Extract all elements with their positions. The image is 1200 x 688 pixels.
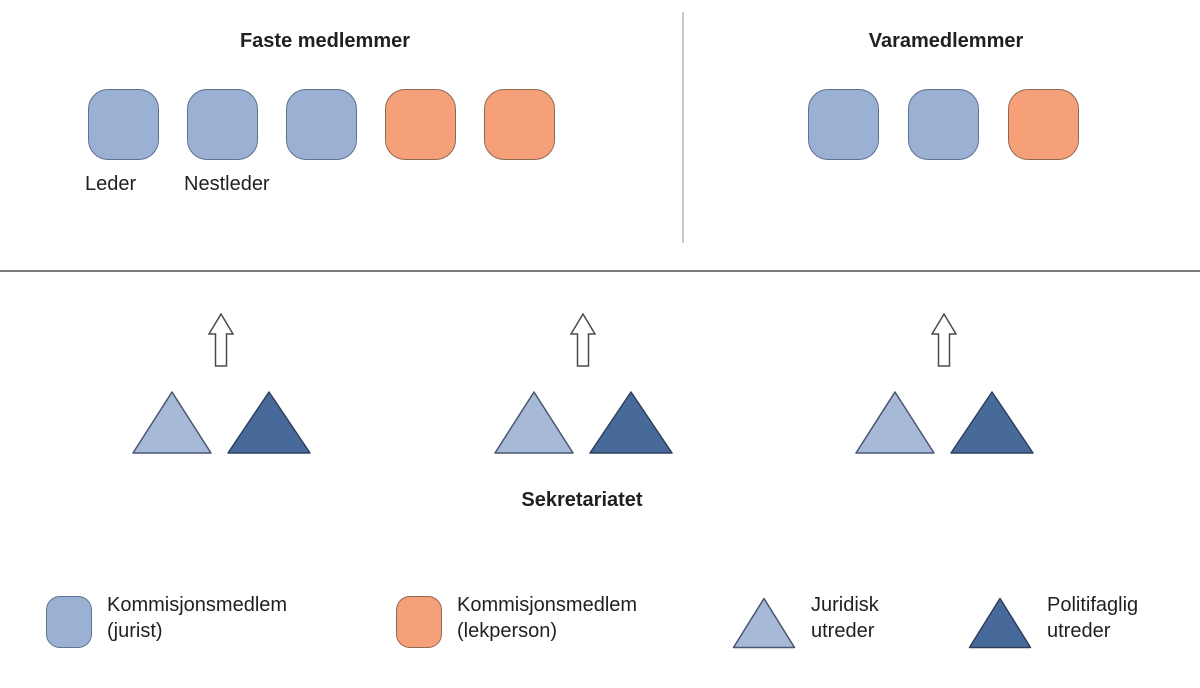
- secretariat-group: [844, 313, 1044, 455]
- faste-medlemmer-title: Faste medlemmer: [239, 30, 411, 52]
- legend-line2: (jurist): [107, 620, 163, 642]
- legend-text: Kommisjonsmedlem (lekperson): [457, 592, 637, 644]
- legend-text: Kommisjonsmedlem (jurist): [107, 592, 287, 644]
- member-square: Leder: [85, 89, 159, 195]
- member-square-icon: [396, 596, 442, 648]
- member-square: [908, 89, 979, 160]
- sekretariatet-title: Sekretariatet: [521, 489, 643, 511]
- varamedlemmer-title: Varamedlemmer: [868, 30, 1024, 52]
- legend-item: Kommisjonsmedlem (jurist): [46, 592, 287, 648]
- legend-line1: Juridisk: [811, 594, 879, 616]
- secretariat-group: [121, 313, 321, 455]
- legend-line2: utreder: [1047, 620, 1111, 642]
- member-square: [1008, 89, 1079, 160]
- up-arrow-icon: [208, 313, 234, 367]
- legend-item: Politifaglig utreder: [968, 592, 1138, 649]
- triangle-pair: [483, 390, 683, 455]
- legend-line1: Politifaglig: [1047, 594, 1139, 616]
- legend-text: Politifaglig utreder: [1047, 592, 1138, 644]
- legend-text: Juridisk utreder: [811, 592, 879, 644]
- utreder-triangle-icon: [732, 597, 796, 649]
- politifaglig-triangle-icon: [226, 391, 311, 454]
- member-label: Leder: [85, 173, 137, 195]
- horizontal-divider: [0, 270, 1200, 272]
- member-square: [385, 89, 456, 160]
- legend-item: Kommisjonsmedlem (lekperson): [396, 592, 637, 648]
- triangle-pair: [844, 390, 1044, 455]
- up-arrow-icon: [570, 313, 596, 367]
- utreder-triangle-icon: [968, 597, 1032, 649]
- vertical-divider: [682, 12, 684, 243]
- legend-line1: Kommisjonsmedlem: [107, 594, 288, 616]
- member-square: [286, 89, 357, 160]
- member-square: [808, 89, 879, 160]
- juridisk-triangle-icon: [854, 391, 935, 454]
- legend-line2: (lekperson): [457, 620, 558, 642]
- up-arrow-icon: [931, 313, 957, 367]
- legend-item: Juridisk utreder: [732, 592, 879, 649]
- legend-line2: utreder: [811, 620, 875, 642]
- faste-members-row: Leder Nestleder: [85, 89, 555, 195]
- politifaglig-triangle-icon: [588, 391, 673, 454]
- juridisk-triangle-icon: [493, 391, 574, 454]
- vara-members-row: [808, 89, 1079, 160]
- juridisk-triangle-icon: [131, 391, 212, 454]
- member-label: Nestleder: [184, 173, 270, 195]
- secretariat-group: [483, 313, 683, 455]
- member-square: Nestleder: [184, 89, 270, 195]
- legend-line1: Kommisjonsmedlem: [457, 594, 638, 616]
- member-square: [484, 89, 555, 160]
- politifaglig-triangle-icon: [949, 391, 1034, 454]
- triangle-pair: [121, 390, 321, 455]
- member-square-icon: [46, 596, 92, 648]
